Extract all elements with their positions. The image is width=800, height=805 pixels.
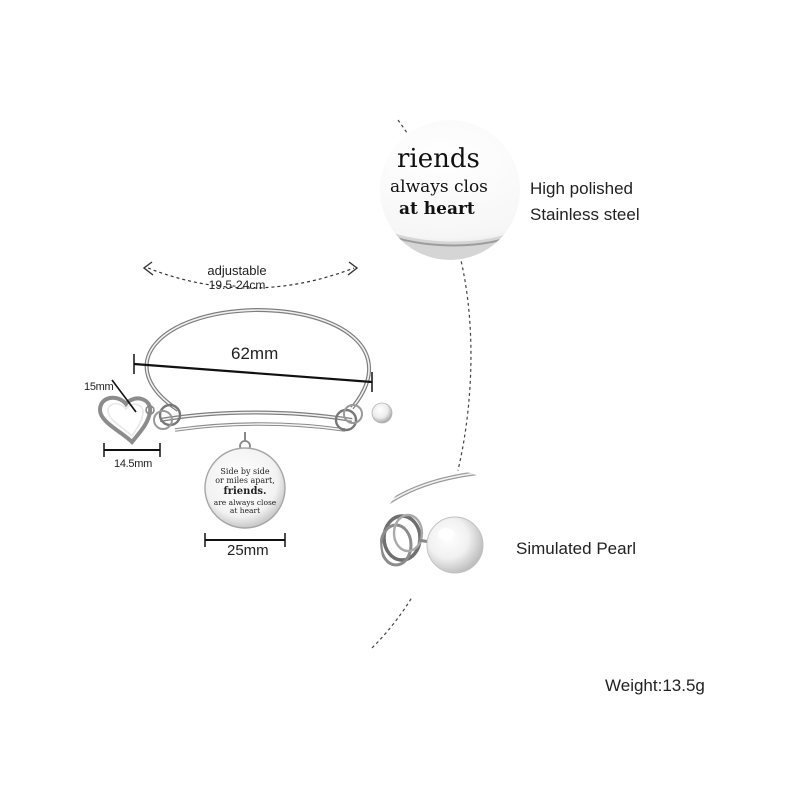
zoom-engraving-line-1: riends [397, 144, 480, 174]
heart-width-label: 14.5mm [114, 458, 152, 470]
diameter-measure-line [133, 354, 373, 392]
adjustable-range: 19.5-24cm [208, 278, 266, 292]
zoom-pearl [380, 470, 520, 610]
tag-engraving-line-3: friends. [223, 486, 267, 497]
adjustable-arrow [142, 261, 359, 289]
tag-engraving-line-5: at heart [229, 506, 261, 515]
finish-label-line-2: Stainless steel [530, 205, 640, 224]
tag-engraving-line-2: or miles apart, [215, 476, 275, 485]
zoom-engraving-line-3: at heart [399, 199, 475, 219]
adjustable-label: adjustable [207, 263, 267, 278]
finish-label-line-1: High polished [530, 179, 634, 198]
tag-diameter-label: 25mm [227, 542, 269, 559]
tag-engraving-line-1: Side by side [220, 467, 270, 476]
bangle-icon [144, 307, 372, 432]
pearl-label: Simulated Pearl [516, 539, 637, 558]
tag-engraving-line-4: are always close [213, 498, 277, 507]
tag-diameter-measure [204, 533, 286, 547]
heart-width-measure [103, 443, 161, 457]
weight-label: Weight:13.5g [605, 676, 705, 695]
bangle-diameter-label: 62mm [231, 344, 279, 363]
heart-height-measure [111, 379, 137, 413]
heart-height-label: 15mm [84, 381, 114, 393]
heart-charm-icon [97, 395, 155, 445]
pearl-icon [371, 402, 393, 424]
zoom-engraving-line-2: always clos [390, 177, 488, 197]
round-tag-icon [204, 447, 286, 529]
